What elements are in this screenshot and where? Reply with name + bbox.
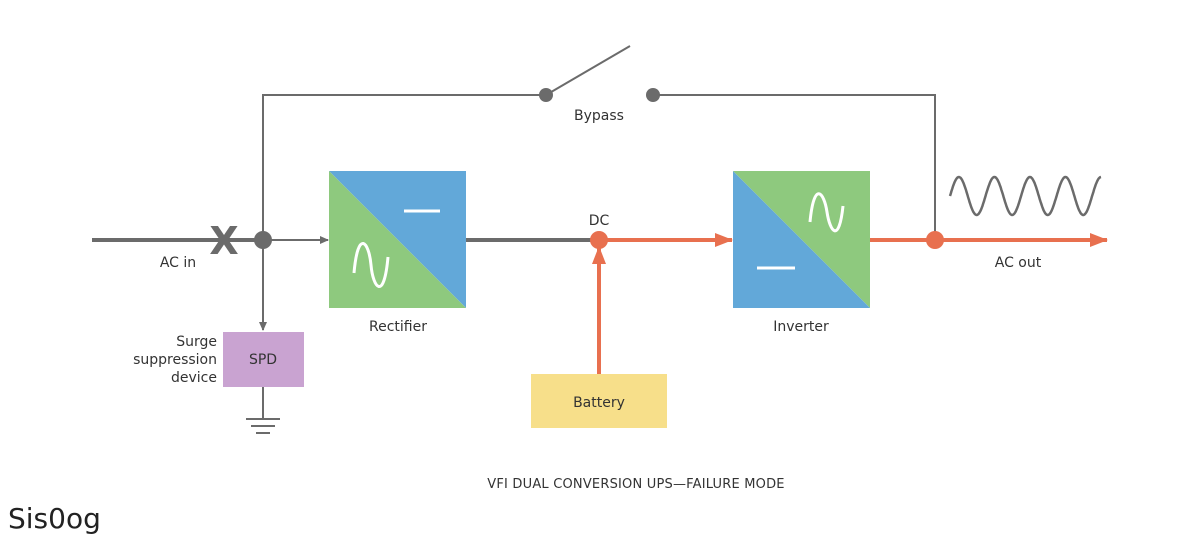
battery-label: Battery — [573, 395, 625, 411]
bypass-wire-left — [262, 94, 546, 240]
dc-label: DC — [589, 213, 610, 229]
bypass-switch-node-right — [646, 88, 660, 102]
x-fault-icon: X — [209, 219, 238, 263]
bypass-wire-right — [653, 94, 936, 240]
watermark-logo: Sis0og — [8, 502, 101, 535]
rectifier-block — [329, 171, 466, 308]
ac-in-label: AC in — [160, 255, 196, 271]
ac-sine-icon — [808, 192, 845, 233]
bypass-switch-icon — [545, 45, 631, 96]
battery-box — [531, 374, 667, 428]
ground-icon — [246, 387, 280, 434]
surge-label-line3: device — [171, 370, 217, 386]
dc-bus-node — [590, 231, 608, 249]
spd-box — [223, 332, 304, 387]
ac-sine-icon — [352, 242, 390, 288]
rectifier-label: Rectifier — [369, 319, 427, 335]
bypass-path — [262, 45, 936, 240]
ac-waveform-icon — [948, 175, 1102, 217]
diagram-caption: VFI DUAL CONVERSION UPS—FAILURE MODE — [487, 477, 784, 492]
bypass-switch-node-left — [539, 88, 553, 102]
surge-label-line1: Surge — [176, 334, 217, 350]
spd-label: SPD — [249, 352, 277, 368]
inverter-label: Inverter — [773, 319, 829, 335]
ac-out-label: AC out — [995, 255, 1042, 271]
bypass-label: Bypass — [574, 108, 624, 124]
inverter-block — [733, 171, 870, 308]
surge-label-line2: suppression — [133, 352, 217, 368]
output-junction-node — [926, 231, 944, 249]
